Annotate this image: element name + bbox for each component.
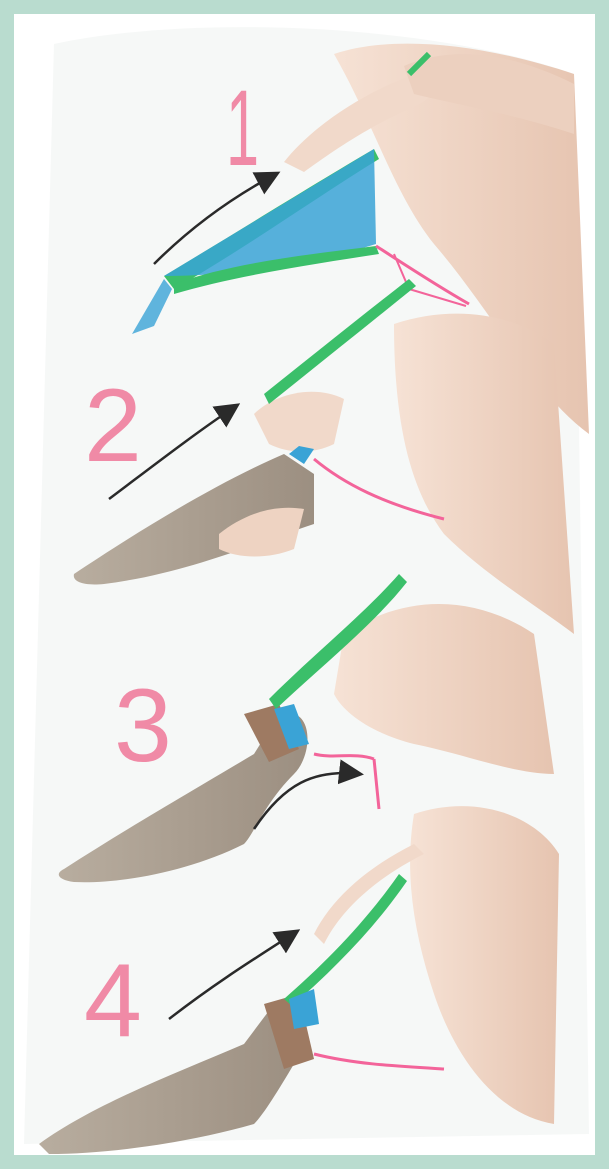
instruction-panel: 1 2 3 4	[14, 14, 595, 1155]
step-number-1: 1	[226, 74, 259, 182]
step-number-3: 3	[114, 674, 172, 778]
step-number-4: 4	[84, 949, 142, 1053]
step-number-2: 2	[84, 374, 142, 478]
